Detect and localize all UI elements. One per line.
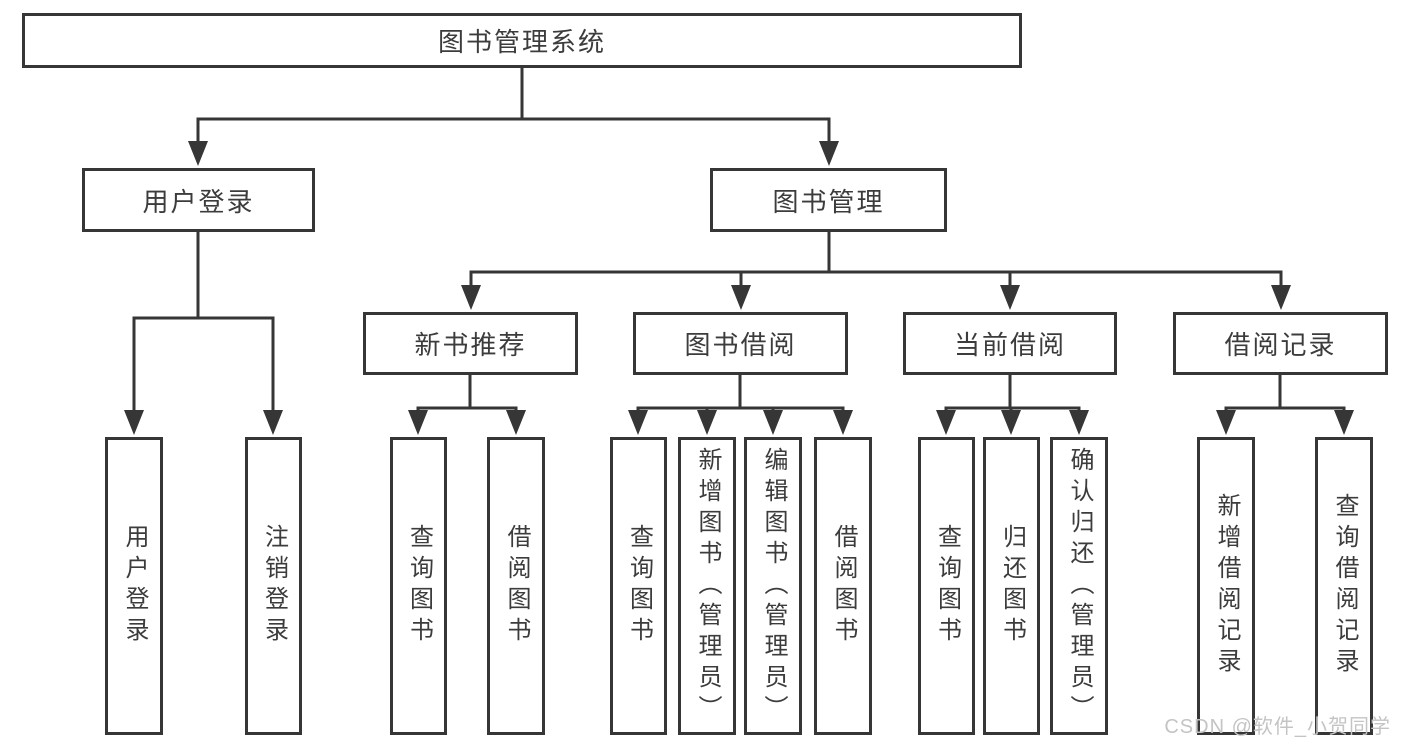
leaf-bb-borrow-books: 借阅图书 <box>814 437 872 735</box>
node-label: 新书推荐 <box>414 330 527 360</box>
node-label: 图书借阅 <box>684 330 797 360</box>
node-label: 用户登录 <box>121 524 148 648</box>
node-label: 查询图书 <box>933 524 961 648</box>
leaf-nb-borrow-books: 借阅图书 <box>487 437 545 735</box>
node-current-borrowing: 当前借阅 <box>903 312 1117 375</box>
node-label: 注销登录 <box>260 524 288 648</box>
node-user-login: 用户登录 <box>82 168 315 232</box>
node-label: 查询图书 <box>405 524 433 648</box>
node-label: 新增借阅记录 <box>1213 493 1240 679</box>
leaf-bb-edit-books-admin: 编辑图书（管理员） <box>744 437 802 735</box>
leaf-bb-query-books: 查询图书 <box>610 437 667 735</box>
node-label: 借阅图书 <box>503 524 530 648</box>
node-label: 归还图书 <box>998 524 1026 648</box>
leaf-nb-query-books: 查询图书 <box>390 437 447 735</box>
leaf-cb-return-books: 归还图书 <box>983 437 1040 735</box>
node-label: 图书管理系统 <box>437 27 606 57</box>
node-label: 当前借阅 <box>953 330 1066 360</box>
node-label: 用户登录 <box>142 186 255 217</box>
node-label: 查询图书 <box>625 524 653 648</box>
leaf-br-add-record: 新增借阅记录 <box>1197 437 1255 735</box>
leaf-logout-login: 注销登录 <box>245 437 302 735</box>
node-label: 图书管理 <box>772 186 885 217</box>
node-library-system: 图书管理系统 <box>22 13 1022 68</box>
node-new-book-recommend: 新书推荐 <box>363 312 578 375</box>
node-book-management: 图书管理 <box>710 168 947 232</box>
node-label: 编辑图书（管理员） <box>760 446 787 726</box>
node-label: 查询借阅记录 <box>1331 493 1358 679</box>
node-label: 借阅记录 <box>1224 330 1337 360</box>
arrowheads <box>124 141 1354 435</box>
node-label: 借阅图书 <box>830 524 857 648</box>
node-label: 新增图书（管理员） <box>694 446 721 726</box>
node-book-borrowing: 图书借阅 <box>633 312 848 375</box>
leaf-br-query-record: 查询借阅记录 <box>1315 437 1373 735</box>
leaf-cb-confirm-return-admin: 确认归还（管理员） <box>1050 437 1108 735</box>
node-borrowing-records: 借阅记录 <box>1173 312 1388 375</box>
leaf-user-login: 用户登录 <box>105 437 163 735</box>
node-label: 确认归还（管理员） <box>1066 446 1093 726</box>
leaf-bb-add-books-admin: 新增图书（管理员） <box>678 437 736 735</box>
leaf-cb-query-books: 查询图书 <box>918 437 975 735</box>
